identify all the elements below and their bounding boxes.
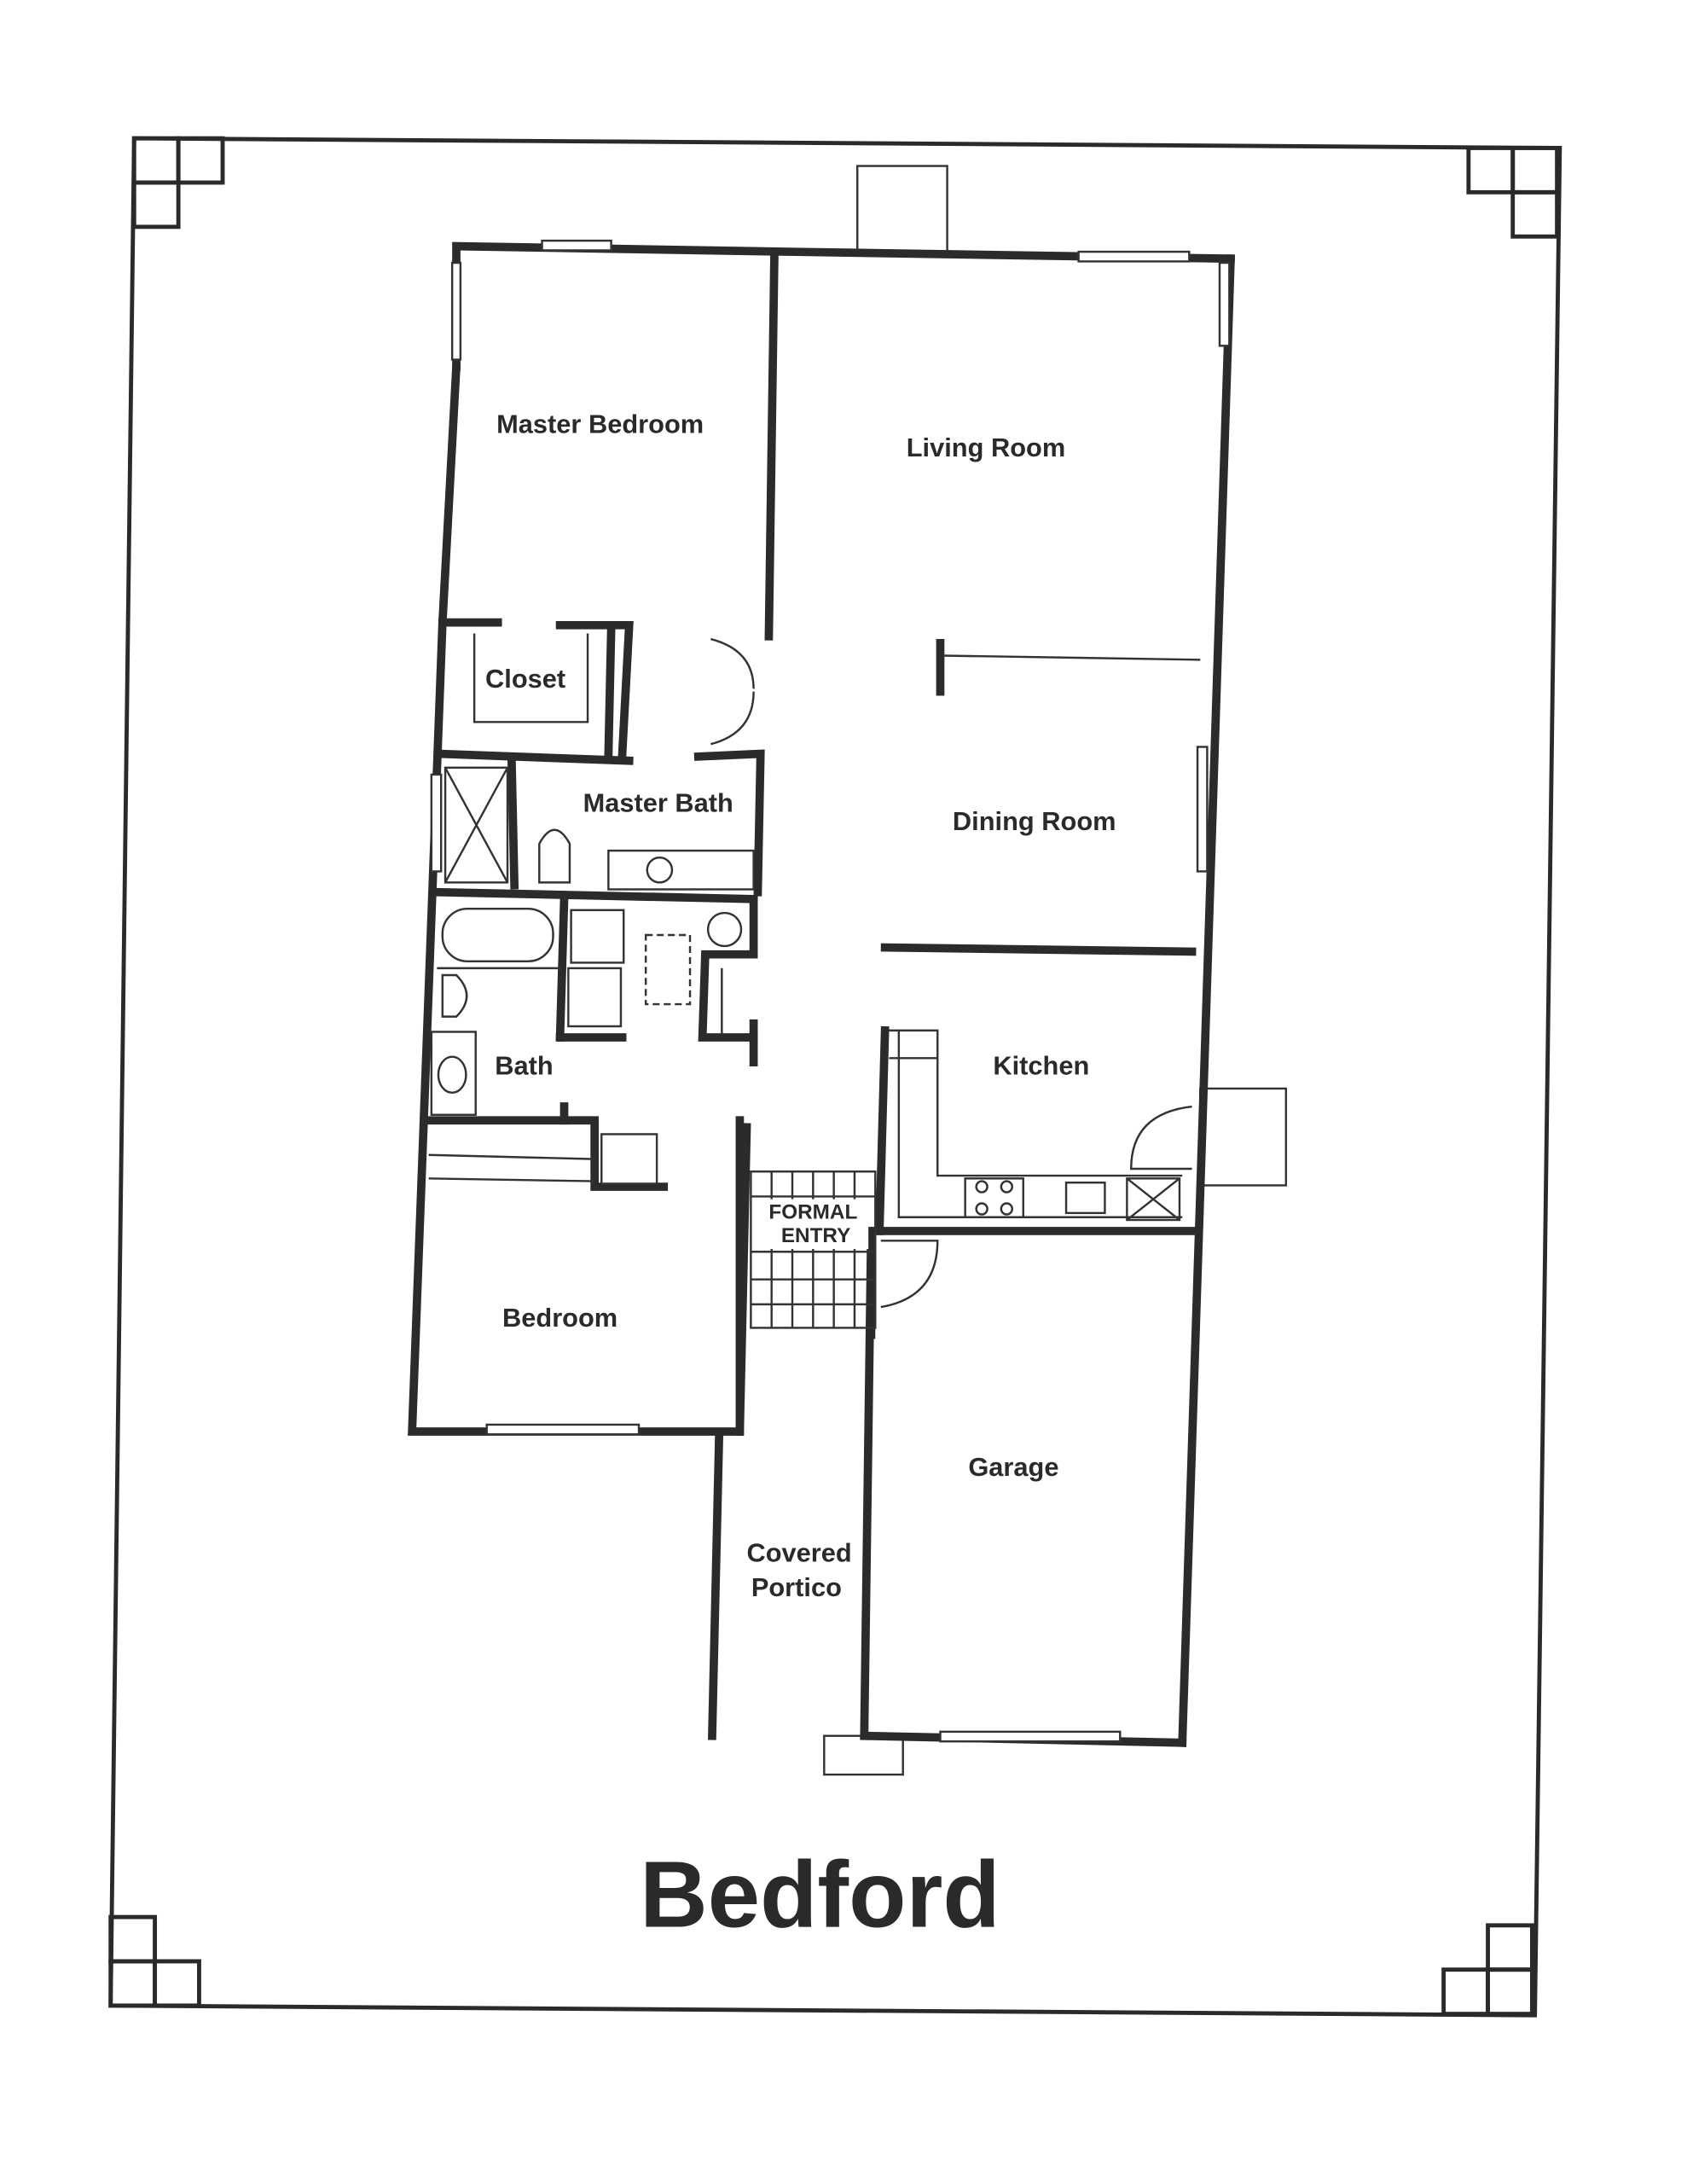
vanity xyxy=(430,1031,477,1116)
chimney xyxy=(855,165,948,254)
entry-door xyxy=(880,1240,939,1309)
corner-ornament-bottom-right xyxy=(1441,1923,1534,2017)
interior-walls xyxy=(424,252,1197,1740)
room-label-covered-portico-1: Covered xyxy=(747,1537,852,1567)
room-label-covered-portico-2: Portico xyxy=(751,1572,842,1602)
vanity xyxy=(607,849,755,891)
toilet-icon xyxy=(441,973,468,1018)
sink-icon xyxy=(646,856,674,884)
room-label-garage: Garage xyxy=(968,1452,1058,1482)
corner-ornament-top-right xyxy=(1466,146,1560,239)
toilet-icon xyxy=(538,828,571,884)
corner-ornament-bottom-left xyxy=(108,1914,201,2008)
windows xyxy=(430,239,1231,1743)
room-label-dining-room: Dining Room xyxy=(953,806,1116,836)
exterior-walls xyxy=(408,241,1235,1747)
room-label-formal-entry-1: FORMAL xyxy=(768,1200,857,1223)
room-label-bedroom: Bedroom xyxy=(502,1303,617,1333)
linen-cabinet xyxy=(600,1133,658,1186)
bathtub xyxy=(441,907,554,963)
garage-step xyxy=(823,1734,904,1776)
room-label-formal-entry-2: ENTRY xyxy=(781,1224,850,1247)
closet-rod xyxy=(472,633,589,723)
room-label-master-bedroom: Master Bedroom xyxy=(496,409,704,439)
kitchen-counters xyxy=(889,1029,1183,1222)
double-door xyxy=(710,637,755,746)
kitchen-door xyxy=(1130,1105,1192,1170)
hvac-unit xyxy=(644,933,692,1006)
dryer xyxy=(567,967,623,1028)
bedroom-closet xyxy=(428,1153,595,1160)
living-dining-partition xyxy=(942,654,1201,661)
room-label-closet: Closet xyxy=(485,664,565,694)
water-heater xyxy=(706,911,743,948)
bedroom-closet-rod xyxy=(428,1177,595,1182)
room-label-bath: Bath xyxy=(495,1051,553,1081)
corner-ornament-top-left xyxy=(131,136,225,229)
kitchen-porch xyxy=(1199,1087,1288,1187)
sink-icon xyxy=(437,1055,467,1095)
room-label-kitchen: Kitchen xyxy=(993,1051,1089,1081)
room-label-master-bath: Master Bath xyxy=(583,788,733,818)
room-label-living-room: Living Room xyxy=(907,433,1065,462)
washer xyxy=(570,909,625,964)
plan-title: Bedford xyxy=(640,1842,1000,1947)
page-frame xyxy=(108,136,1562,2018)
shower xyxy=(443,766,509,884)
entry-tile-grid xyxy=(750,1170,877,1329)
